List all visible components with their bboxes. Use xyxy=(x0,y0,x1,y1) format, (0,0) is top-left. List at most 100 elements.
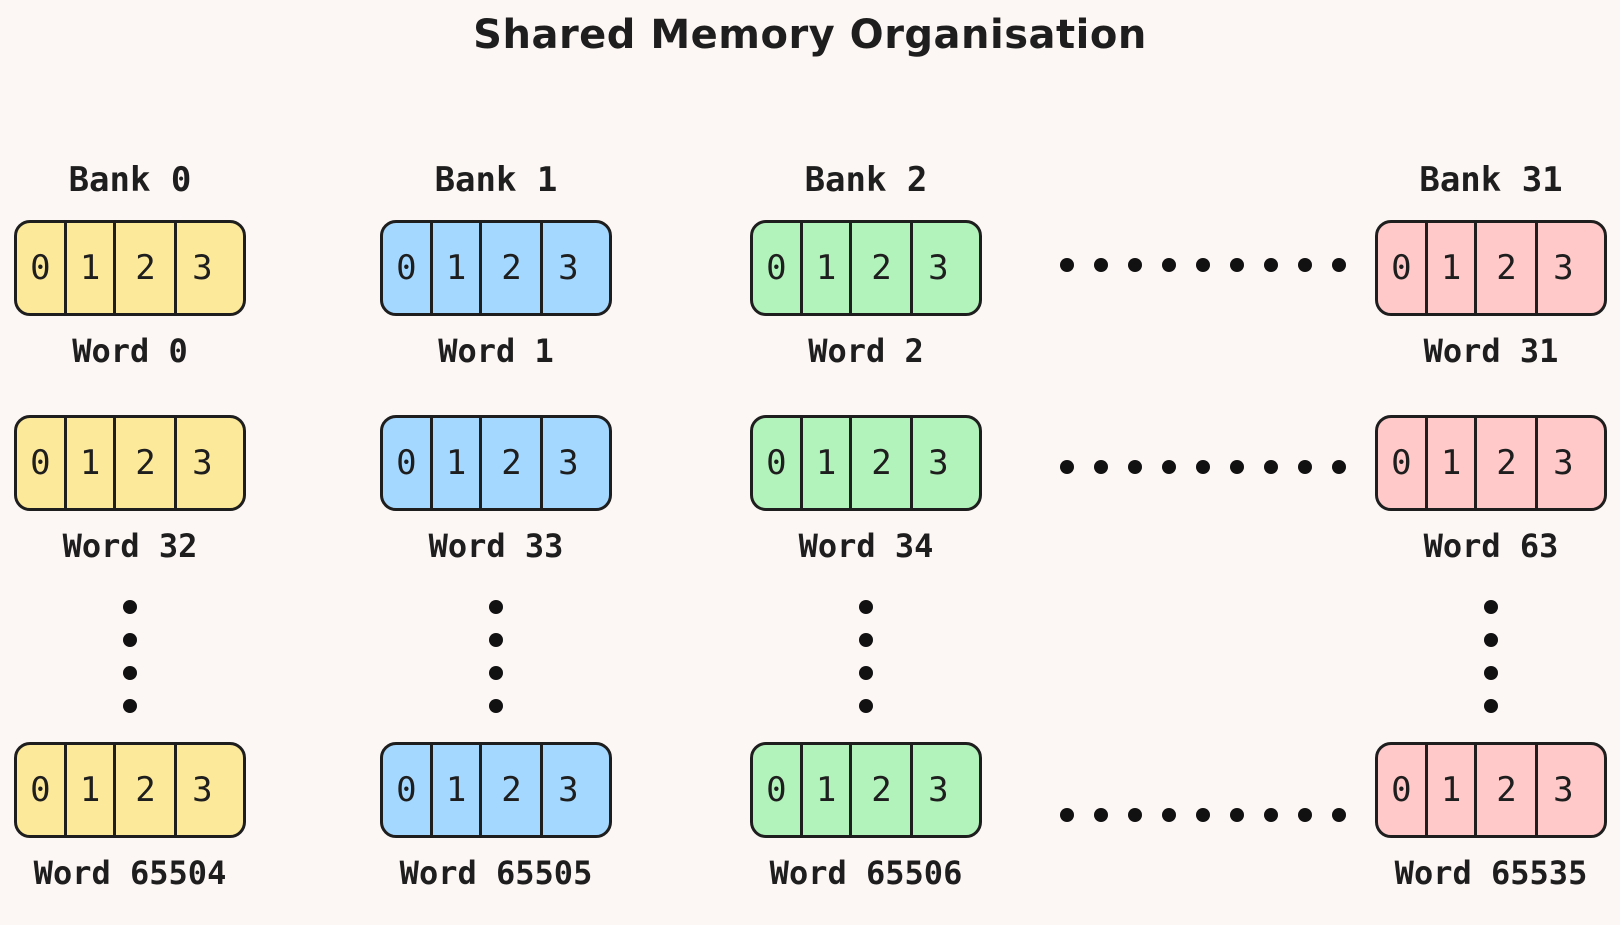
vertical-ellipsis-dot xyxy=(489,666,503,680)
word-label: Word 31 xyxy=(1423,332,1559,370)
horizontal-ellipsis-dot xyxy=(1332,460,1346,474)
word-label: Word 34 xyxy=(798,527,934,565)
byte-cell: 0 xyxy=(17,745,67,835)
vertical-ellipsis-dot xyxy=(123,633,137,647)
byte-cell: 3 xyxy=(1553,443,1574,483)
byte-cell: 0 xyxy=(753,418,803,508)
byte-cell: 0 xyxy=(753,745,803,835)
horizontal-ellipsis-dot xyxy=(1298,808,1312,822)
horizontal-ellipsis-dot xyxy=(1060,258,1074,272)
word-label: Word 65506 xyxy=(769,854,963,892)
byte-cell: 3 xyxy=(558,443,579,483)
vertical-ellipsis-dot xyxy=(1484,699,1498,713)
horizontal-ellipsis-dot xyxy=(1196,258,1210,272)
byte-cell: 1 xyxy=(433,223,483,313)
horizontal-ellipsis-dot xyxy=(1128,460,1142,474)
byte-cell: 1 xyxy=(1428,418,1478,508)
horizontal-ellipsis-dot xyxy=(1094,808,1108,822)
horizontal-ellipsis-dot xyxy=(1298,460,1312,474)
horizontal-ellipsis-dot xyxy=(1332,258,1346,272)
word-label: Word 32 xyxy=(62,527,198,565)
byte-cell: 0 xyxy=(1378,418,1428,508)
bank-label: Bank 0 xyxy=(68,160,192,200)
vertical-ellipsis-dot xyxy=(859,600,873,614)
byte-cell: 3 xyxy=(928,248,949,288)
horizontal-ellipsis-dot xyxy=(1264,808,1278,822)
vertical-ellipsis-dot xyxy=(123,699,137,713)
vertical-ellipsis-dot xyxy=(123,600,137,614)
horizontal-ellipsis-dot xyxy=(1298,258,1312,272)
byte-cell: 1 xyxy=(433,745,483,835)
byte-cell: 1 xyxy=(1428,223,1478,313)
byte-cell: 0 xyxy=(383,745,433,835)
byte-cell: 2 xyxy=(1477,418,1539,508)
bank-label: Bank 31 xyxy=(1419,160,1563,200)
byte-cell: 0 xyxy=(753,223,803,313)
byte-cell: 1 xyxy=(803,223,853,313)
byte-cell: 0 xyxy=(17,418,67,508)
horizontal-ellipsis-dot xyxy=(1094,460,1108,474)
word-label: Word 65504 xyxy=(33,854,227,892)
word-label: Word 33 xyxy=(428,527,564,565)
horizontal-ellipsis-dot xyxy=(1230,258,1244,272)
vertical-ellipsis-dot xyxy=(123,666,137,680)
vertical-ellipsis-dot xyxy=(859,666,873,680)
byte-cell: 2 xyxy=(116,223,178,313)
vertical-ellipsis-dot xyxy=(859,633,873,647)
vertical-ellipsis-dot xyxy=(859,699,873,713)
byte-cell: 2 xyxy=(482,223,544,313)
vertical-ellipsis-dot xyxy=(1484,666,1498,680)
byte-cell: 1 xyxy=(67,223,117,313)
byte-cell: 1 xyxy=(803,418,853,508)
byte-cell: 2 xyxy=(482,745,544,835)
vertical-ellipsis-dot xyxy=(1484,633,1498,647)
byte-cell: 1 xyxy=(1428,745,1478,835)
byte-cell: 3 xyxy=(192,770,213,810)
byte-cell: 2 xyxy=(1477,745,1539,835)
byte-cell: 3 xyxy=(1553,770,1574,810)
byte-cell: 2 xyxy=(852,223,914,313)
horizontal-ellipsis-dot xyxy=(1162,808,1176,822)
horizontal-ellipsis-dot xyxy=(1196,808,1210,822)
horizontal-ellipsis-dot xyxy=(1230,460,1244,474)
word-label: Word 63 xyxy=(1423,527,1559,565)
word-label: Word 65535 xyxy=(1394,854,1588,892)
byte-cell: 3 xyxy=(558,248,579,288)
byte-cell: 3 xyxy=(1553,248,1574,288)
horizontal-ellipsis-dot xyxy=(1128,258,1142,272)
byte-cell: 3 xyxy=(928,770,949,810)
horizontal-ellipsis-dot xyxy=(1162,258,1176,272)
byte-cell: 2 xyxy=(116,745,178,835)
horizontal-ellipsis-dot xyxy=(1128,808,1142,822)
byte-cell: 2 xyxy=(852,418,914,508)
byte-cell: 1 xyxy=(803,745,853,835)
horizontal-ellipsis-dot xyxy=(1196,460,1210,474)
word-label: Word 2 xyxy=(808,332,924,370)
byte-cell: 3 xyxy=(558,770,579,810)
byte-cell: 1 xyxy=(433,418,483,508)
vertical-ellipsis-dot xyxy=(489,699,503,713)
byte-cell: 3 xyxy=(928,443,949,483)
horizontal-ellipsis-dot xyxy=(1230,808,1244,822)
vertical-ellipsis-dot xyxy=(489,600,503,614)
byte-cell: 0 xyxy=(1378,223,1428,313)
byte-cell: 1 xyxy=(67,745,117,835)
word-label: Word 0 xyxy=(72,332,188,370)
word-label: Word 65505 xyxy=(399,854,593,892)
vertical-ellipsis-dot xyxy=(489,633,503,647)
horizontal-ellipsis-dot xyxy=(1094,258,1108,272)
horizontal-ellipsis-dot xyxy=(1162,460,1176,474)
horizontal-ellipsis-dot xyxy=(1264,258,1278,272)
byte-cell: 2 xyxy=(1477,223,1539,313)
byte-cell: 2 xyxy=(852,745,914,835)
byte-cell: 2 xyxy=(482,418,544,508)
